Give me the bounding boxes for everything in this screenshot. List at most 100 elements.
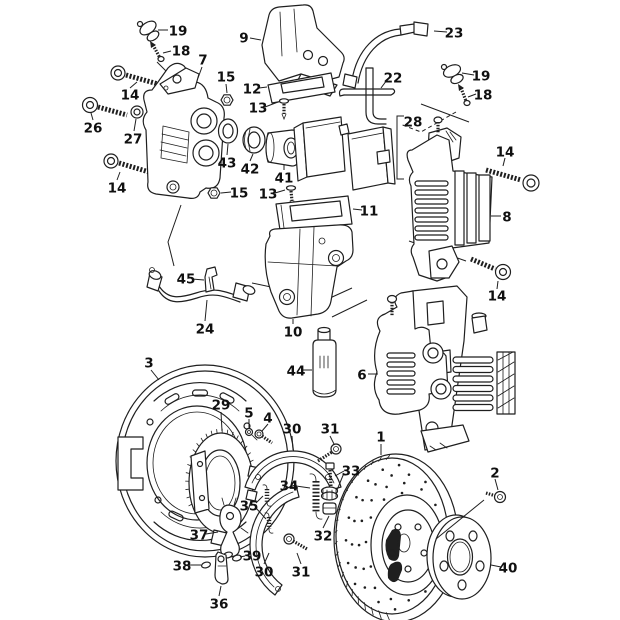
part-brake-hose-23 bbox=[342, 21, 429, 89]
callout-24-27: 24 bbox=[196, 322, 215, 338]
callout-14-22: 14 bbox=[488, 289, 507, 305]
callout-2-leader bbox=[435, 499, 485, 540]
callout-40-32: 40 bbox=[499, 561, 518, 577]
callout-14-leader bbox=[116, 171, 121, 181]
part-bracket-10 bbox=[264, 224, 354, 319]
callout-11-23: 11 bbox=[360, 204, 379, 220]
callout-19-0: 19 bbox=[169, 24, 188, 40]
part-spacer bbox=[426, 514, 492, 600]
callout-15-7: 15 bbox=[217, 70, 236, 86]
callout-14-leader bbox=[496, 280, 499, 290]
callout-39-leader bbox=[239, 555, 246, 558]
callout-32-leader bbox=[322, 515, 330, 529]
callout-45-26: 45 bbox=[177, 272, 196, 288]
callout-9-leader bbox=[249, 37, 262, 41]
part-caliper-front-left bbox=[142, 62, 225, 199]
part-brake-pads bbox=[293, 116, 396, 191]
callout-42-leader bbox=[249, 153, 254, 162]
part-bolt-26 bbox=[81, 96, 128, 118]
callout-1-30: 1 bbox=[376, 430, 385, 446]
callout-8-20: 8 bbox=[502, 210, 511, 226]
part-clips bbox=[200, 551, 243, 569]
callout-31-48: 31 bbox=[292, 565, 311, 581]
callout-35-42: 35 bbox=[240, 499, 259, 515]
callout-7-leader bbox=[197, 66, 203, 79]
part-bolt-31-lower bbox=[283, 533, 308, 551]
part-screw-5 bbox=[244, 427, 258, 441]
callout-43-9: 43 bbox=[218, 156, 237, 172]
part-adjuster-set bbox=[320, 462, 339, 515]
callout-6-29: 6 bbox=[357, 368, 366, 384]
callout-19-leader bbox=[461, 72, 475, 76]
callout-4-36: 4 bbox=[263, 411, 272, 427]
part-clip-45 bbox=[204, 266, 218, 293]
callout-12-leader bbox=[258, 86, 268, 89]
callout-36-leader bbox=[218, 585, 222, 597]
part-caliper-front-right bbox=[406, 116, 493, 282]
callout-10-25: 10 bbox=[284, 325, 303, 341]
callout-18-leader bbox=[467, 93, 477, 98]
callout-2-31: 2 bbox=[490, 466, 499, 482]
callout-30-37: 30 bbox=[283, 422, 302, 438]
callout-27-5: 27 bbox=[124, 132, 143, 148]
callout-32-40: 32 bbox=[314, 529, 333, 545]
part-nut-15-top bbox=[220, 94, 234, 106]
callout-30-47: 30 bbox=[255, 565, 274, 581]
part-bolt-14-right-top bbox=[485, 167, 540, 192]
part-bolt-14-left-bottom bbox=[103, 153, 150, 175]
callout-31-leader bbox=[296, 552, 302, 565]
callout-35-leader bbox=[255, 507, 267, 520]
callout-18-18: 18 bbox=[474, 88, 493, 104]
callout-34-41: 34 bbox=[280, 479, 299, 495]
part-lubricant-tube bbox=[312, 326, 337, 398]
callout-40-leader bbox=[490, 564, 502, 568]
part-return-spring-long bbox=[309, 473, 323, 520]
part-return-springs-short bbox=[262, 484, 274, 534]
callout-13-leader bbox=[264, 101, 279, 108]
part-seal-42 bbox=[242, 126, 266, 154]
callout-43-leader bbox=[226, 143, 229, 156]
part-caliper-rear bbox=[373, 285, 516, 453]
callout-23-15: 23 bbox=[445, 26, 464, 42]
part-brake-line-24 bbox=[146, 267, 256, 303]
callout-33-39: 33 bbox=[342, 464, 361, 480]
callout-38-45: 38 bbox=[173, 559, 192, 575]
callout-33-leader bbox=[336, 472, 345, 491]
callout-33-leader bbox=[334, 470, 345, 477]
callout-12-13: 12 bbox=[243, 82, 262, 98]
callout-15-leader bbox=[225, 83, 228, 94]
part-pad-spring-22 bbox=[338, 67, 396, 125]
part-bleeder-valve-right bbox=[440, 63, 471, 107]
callout-30-leader bbox=[291, 435, 294, 451]
callout-18-leader bbox=[162, 50, 172, 54]
callout-11-leader bbox=[352, 208, 363, 211]
callout-14-21: 14 bbox=[496, 145, 515, 161]
callout-9-12: 9 bbox=[239, 31, 248, 47]
part-screw-13-top bbox=[278, 98, 290, 121]
part-plate-12 bbox=[267, 72, 336, 104]
callout-30-leader bbox=[263, 552, 270, 565]
part-seal-43 bbox=[217, 118, 239, 144]
callout-14-leader bbox=[129, 81, 138, 89]
callout-19-17: 19 bbox=[472, 69, 491, 85]
callout-3-leader bbox=[150, 369, 160, 381]
callout-14-6: 14 bbox=[108, 181, 127, 197]
callout-13-leader bbox=[274, 189, 286, 194]
callout-35-leader bbox=[255, 495, 264, 504]
part-plate-11 bbox=[275, 195, 353, 231]
callout-29-34: 29 bbox=[212, 398, 231, 414]
callout-22-16: 22 bbox=[384, 71, 403, 87]
callout-18-1: 18 bbox=[172, 44, 191, 60]
part-set-screw-2 bbox=[485, 490, 507, 504]
part-bolt-14-left-top bbox=[110, 65, 159, 87]
callout-39-44: 39 bbox=[243, 549, 262, 565]
callout-23-leader bbox=[433, 30, 448, 33]
callout-4-leader bbox=[261, 423, 269, 432]
callout-42-10: 42 bbox=[241, 162, 260, 178]
callout-26-4: 26 bbox=[84, 121, 103, 137]
callout-37-leader bbox=[205, 531, 219, 535]
part-bolt-31-upper bbox=[317, 443, 342, 463]
callout-37-43: 37 bbox=[190, 528, 209, 544]
callout-34-leader bbox=[295, 485, 311, 489]
